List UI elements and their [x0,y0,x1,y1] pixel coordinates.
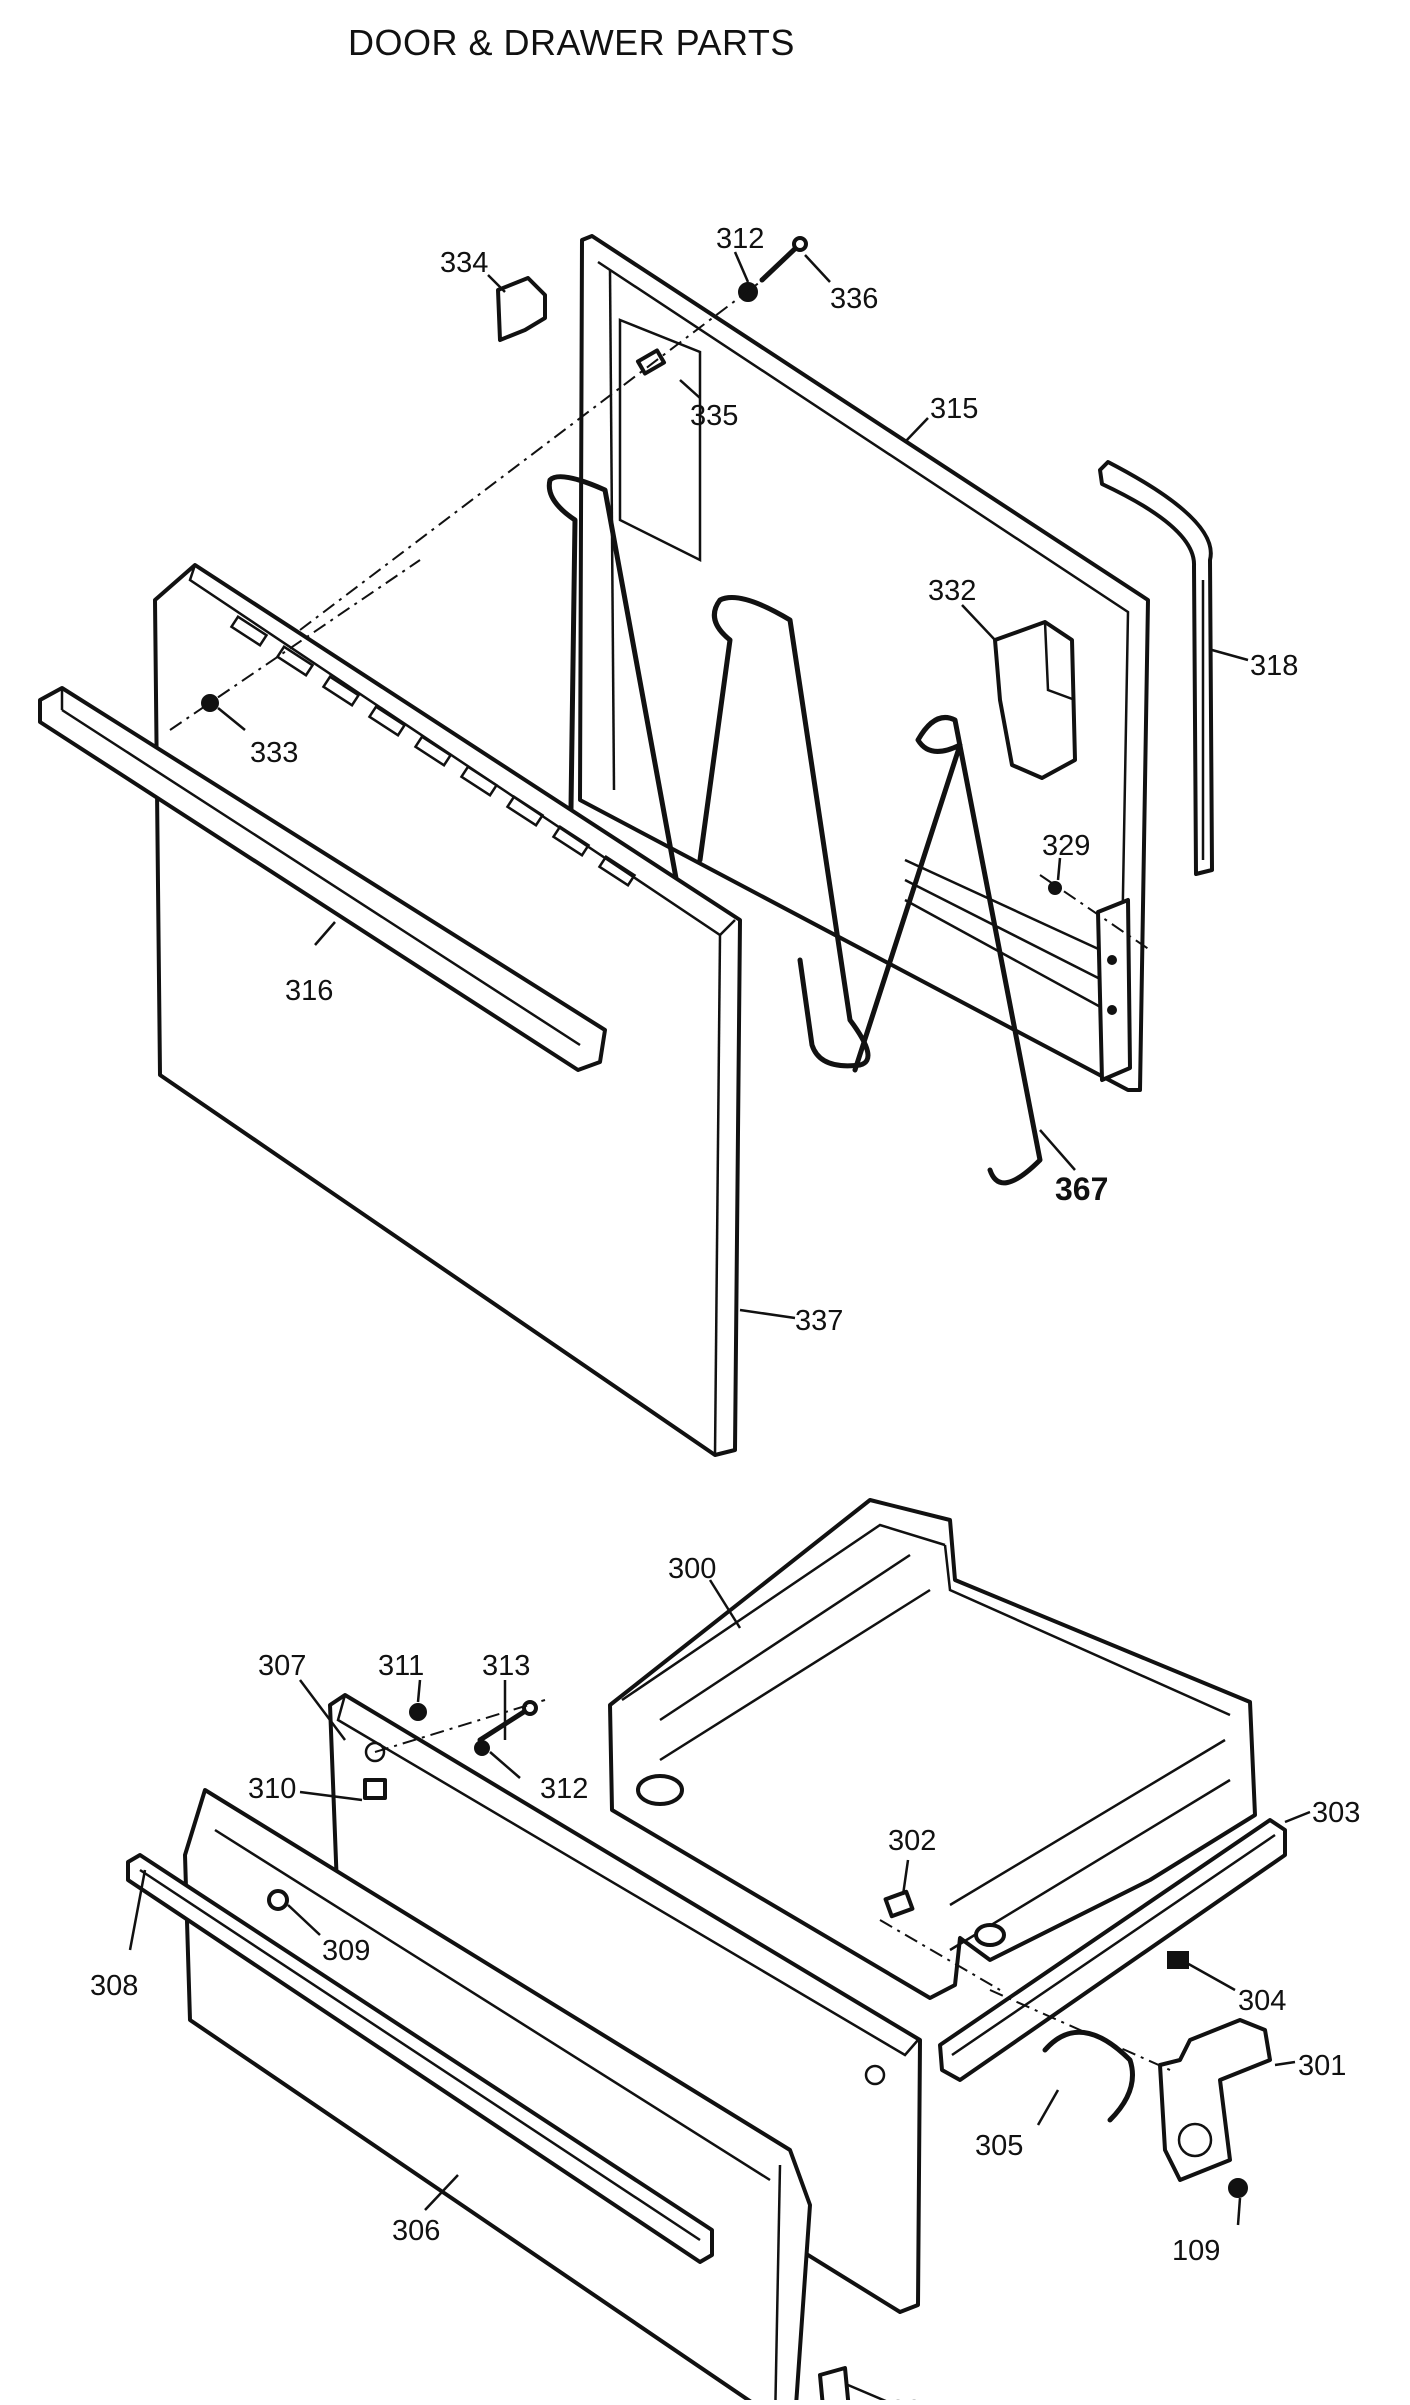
pin-335 [635,348,667,376]
washer-309 [267,1889,289,1911]
nut-109 [1228,2178,1248,2198]
door-handle [38,686,607,1072]
callout-307: 307 [258,1650,306,1682]
callout-329: 329 [1042,830,1090,862]
callout-332: 332 [928,575,976,607]
callout-312b: 312 [540,1773,588,1805]
callout-300: 300 [668,1553,716,1585]
door-hardware [201,236,1062,895]
callout-333: 333 [250,737,298,769]
hinge-block [993,620,1077,780]
callout-306: 306 [392,2215,440,2247]
callout-337: 337 [795,1305,843,1337]
roller-304 [1167,1951,1189,1969]
screw-336 [759,241,803,283]
callout-310: 310 [248,1773,296,1805]
washer-312b [474,1740,490,1756]
callout-318: 318 [1250,650,1298,682]
callout-303: 303 [1312,1797,1360,1829]
callout-334: 334 [440,247,488,279]
leader-lines [128,251,1311,2404]
callout-335: 335 [690,400,738,432]
drawer-body [608,1498,1257,2000]
callout-308: 308 [90,1970,138,2002]
door-gasket-strip [1098,460,1214,876]
screw-329 [1048,881,1062,895]
callout-336: 336 [830,283,878,315]
spacer-310 [363,1778,387,1800]
drawer-handle [126,1853,714,2264]
callout-301: 301 [1298,2050,1346,2082]
diagram-title: DOOR & DRAWER PARTS [348,22,795,63]
callout-367: 367 [1055,1171,1108,1207]
inner-door-liner [578,234,1150,1092]
callout-304: 304 [1238,1985,1286,2017]
door-callouts: 312 334 336 335 315 318 332 333 329 316 … [250,223,1298,1337]
clip-334 [496,276,547,342]
callout-313: 313 [482,1650,530,1682]
outer-door-panel [153,563,742,1457]
bracket-331 [818,2366,851,2405]
callout-316: 316 [285,975,333,1007]
callout-302: 302 [888,1825,936,1857]
spring-clip-305 [1042,2029,1135,2123]
stud-302 [883,1889,915,1919]
nut-333 [201,694,219,712]
drawer-callouts: 300 307 311 313 312 310 303 309 308 302 … [90,1553,1360,2405]
callout-311: 311 [378,1650,424,1682]
drawer-slide-rail [938,1818,1287,2082]
drawer-stop-bracket [1158,2018,1272,2198]
callout-109: 109 [1172,2235,1220,2267]
callout-312: 312 [716,223,764,255]
door-wire-springs [546,474,1043,1186]
callout-331: 331 [890,2395,938,2400]
callout-315: 315 [930,393,978,425]
door-assembly-lines [169,281,1151,951]
nut-311 [409,1703,427,1721]
callout-305: 305 [975,2130,1023,2162]
callout-309: 309 [322,1935,370,1967]
drawer-assembly-lines [374,1699,1171,2071]
door-vent-slots [229,614,637,888]
